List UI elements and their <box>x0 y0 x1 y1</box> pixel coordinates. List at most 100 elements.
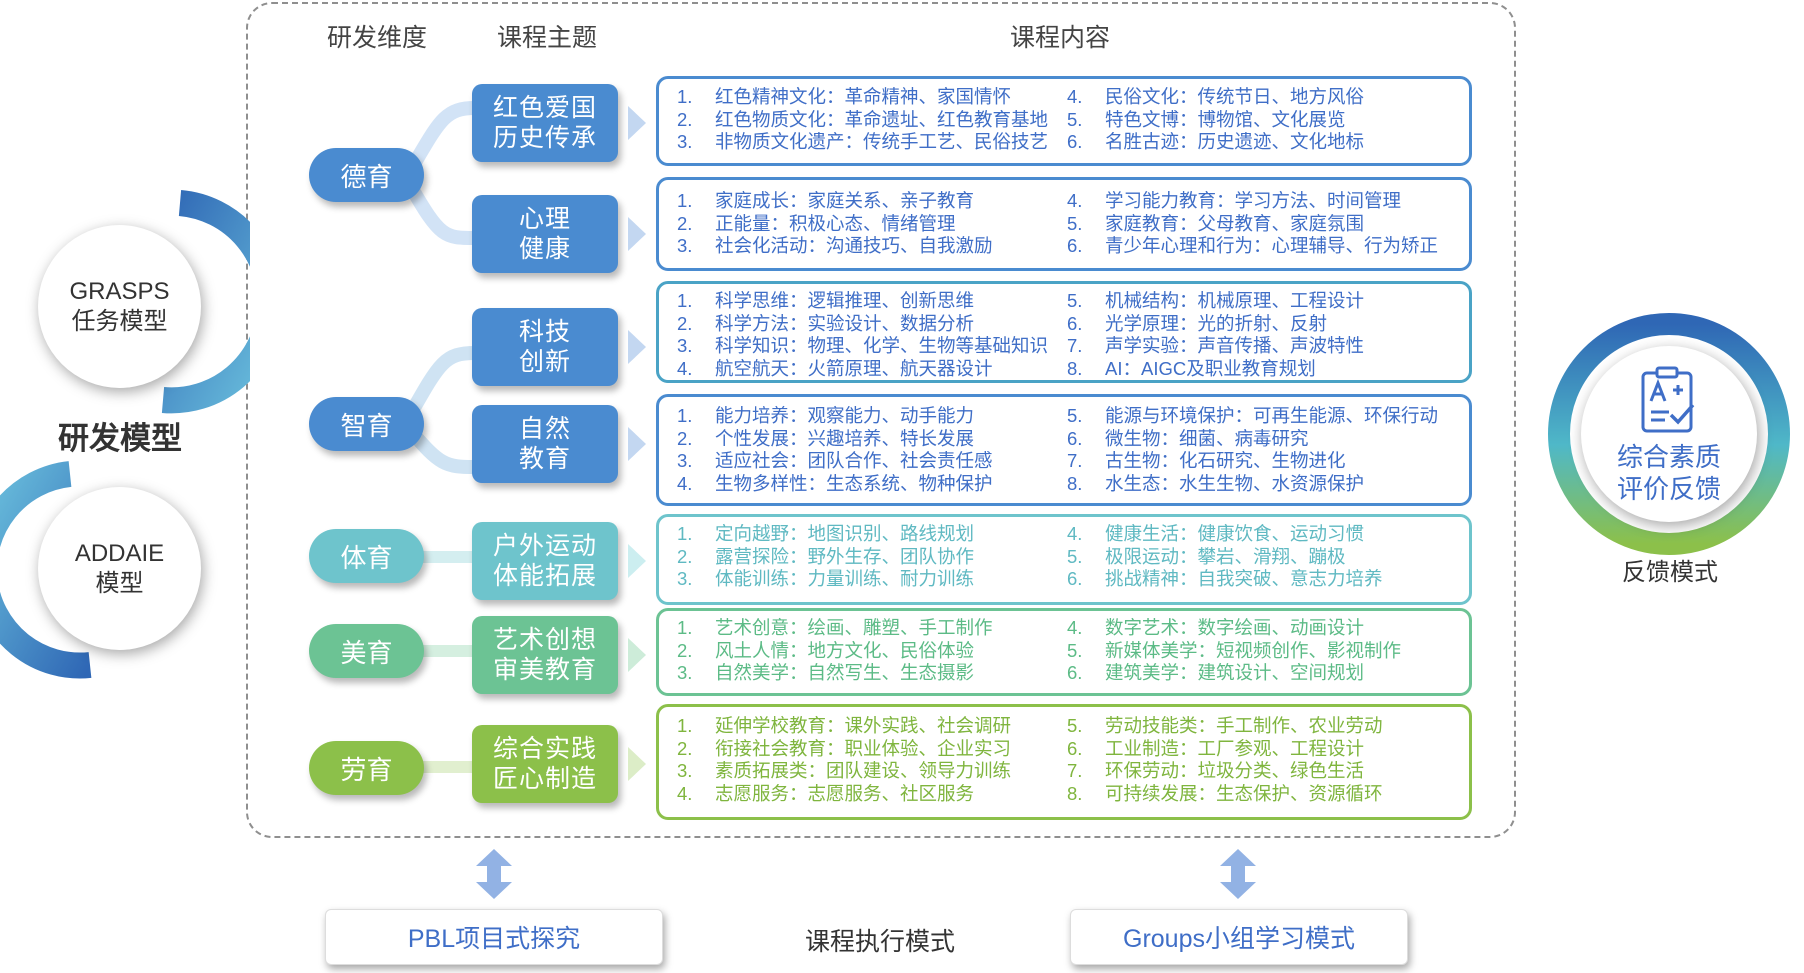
addaie-model-circle: ADDAIE 模型 <box>38 487 201 650</box>
content-item: 5.机械结构：机械原理、工程设计 <box>1067 290 1451 313</box>
dimension-labor: 劳育 <box>309 741 424 795</box>
label-line: 艺术创想 <box>492 626 597 654</box>
arrow-right-icon <box>628 330 646 364</box>
evaluation-clipboard-icon <box>1641 366 1695 433</box>
feedback-circle: 综合素质 评价反馈 <box>1581 346 1757 522</box>
content-item: 4.民俗文化：传统节日、地方风俗 <box>1067 86 1451 109</box>
content-item: 4.健康生活：健康饮食、运动习惯 <box>1067 523 1451 546</box>
item-number: 1. <box>677 715 693 736</box>
label-line: 综合实践 <box>492 735 597 763</box>
label-line: 模型 <box>95 569 144 597</box>
content-right-column: 4. 学习能力教育：学习方法、时间管理 5.家庭教育：父母教育、家庭氛围 6.青少… <box>1067 190 1451 268</box>
item-text: 挑战精神：自我突破、意志力培养 <box>1105 568 1383 589</box>
item-number: 1. <box>677 190 693 211</box>
dev-model-title: 研发模型 <box>58 421 182 456</box>
header-content: 课程内容 <box>1009 24 1110 52</box>
item-text: 适应社会：团队合作、社会责任感 <box>715 450 993 471</box>
topic-red-patriotism: 红色爱国历史传承 <box>472 84 618 162</box>
item-text: 学习能力教育：学习方法、时间管理 <box>1105 190 1402 211</box>
content-item: 4.数字艺术：数字绘画、动画设计 <box>1067 617 1451 640</box>
item-number: 4. <box>677 472 693 494</box>
content-item: 1.能力培养：观察能力、动手能力 <box>677 405 1067 428</box>
content-item: 4.航空航天：火箭原理、航天器设计 <box>677 358 1067 381</box>
content-right-column: 5.劳动技能类：手工制作、农业劳动 6.工业制造：工厂参观、工程设计 7.环保劳… <box>1067 715 1451 817</box>
content-item: 5.极限运动：攀岩、滑翔、蹦极 <box>1067 546 1451 569</box>
item-number: 3. <box>677 662 693 683</box>
item-number: 3. <box>677 760 693 781</box>
content-item: 3.自然美学：自然写生、生态摄影 <box>677 662 1067 685</box>
item-text: 非物质文化遗产：传统手工艺、民俗技艺 <box>715 131 1049 152</box>
item-text: 艺术创意：绘画、雕塑、手工制作 <box>715 617 993 638</box>
content-item: 7.环保劳动：垃圾分类、绿色生活 <box>1067 760 1451 783</box>
item-text: 科学知识：物理、化学、生物等基础知识 <box>715 335 1049 356</box>
content-item: 8.AI：AIGC及职业教育规划 <box>1067 358 1451 381</box>
item-text: 红色精神文化：革命精神、家国情怀 <box>715 86 1012 107</box>
content-item: 2.红色物质文化：革命遗址、红色教育基地 <box>677 109 1067 132</box>
dimension-moral: 德育 <box>309 148 424 202</box>
pbl-mode-box: PBL项目式探究 <box>325 909 663 965</box>
arrow-right-icon <box>628 106 646 140</box>
item-number: 1. <box>677 86 693 107</box>
item-number: 6. <box>1067 427 1083 449</box>
item-number: 3. <box>677 235 693 256</box>
item-text: 健康生活：健康饮食、运动习惯 <box>1105 523 1365 544</box>
feedback-ring <box>1548 313 1790 555</box>
content-item: 4. 学习能力教育：学习方法、时间管理 <box>1067 190 1451 213</box>
label-line: 健康 <box>518 235 571 263</box>
content-item: 5.家庭教育：父母教育、家庭氛围 <box>1067 213 1451 236</box>
arrow-right-icon <box>628 638 646 672</box>
content-box-nature-education: 1.能力培养：观察能力、动手能力 2. 个性发展：兴趣培养、特长发展 3. 适应社会… <box>656 394 1472 506</box>
content-item: 1. 艺术创意：绘画、雕塑、手工制作 <box>677 617 1067 640</box>
content-item: 5.能源与环境保护：可再生能源、环保行动 <box>1067 405 1451 428</box>
item-number: 5. <box>1067 212 1083 234</box>
content-left-column: 1.延伸学校教育：课外实践、社会调研 2.衔接社会教育：职业体验、企业实习 3.… <box>677 715 1067 817</box>
item-text: 微生物：细菌、病毒研究 <box>1105 427 1309 449</box>
item-number: 6. <box>1067 131 1083 152</box>
content-item: 8.水生态：水生生物、水资源保护 <box>1067 473 1451 496</box>
label-line: 历史传承 <box>492 124 597 152</box>
item-text: 科学思维：逻辑推理、创新思维 <box>715 290 975 311</box>
content-item: 6.名胜古迹：历史遗迹、文化地标 <box>1067 131 1451 154</box>
item-number: 2. <box>677 427 693 449</box>
feedback-mode-caption: 反馈模式 <box>1622 559 1718 586</box>
content-item: 1. 红色精神文化：革命精神、家国情怀 <box>677 86 1067 109</box>
dimension-intellectual: 智育 <box>309 397 424 451</box>
item-text: 红色物质文化：革命遗址、红色教育基地 <box>715 108 1049 130</box>
item-number: 3. <box>677 450 693 471</box>
item-text: 个性发展：兴趣培养、特长发展 <box>715 427 975 449</box>
item-number: 1. <box>677 290 693 311</box>
item-number: 4. <box>1067 190 1083 211</box>
content-box-red-patriotism: 1.红色精神文化：革命精神、家国情怀 2.红色物质文化：革命遗址、红色教育基地 … <box>656 76 1472 166</box>
double-arrow-icon <box>476 849 512 899</box>
item-text: 光学原理：光的折射、反射 <box>1105 312 1328 334</box>
label-line: 创新 <box>518 348 571 376</box>
item-number: 1. <box>677 523 693 544</box>
content-item: 5.特色文博：博物馆、文化展览 <box>1067 109 1451 132</box>
content-item: 5.新媒体美学：短视频创作、影视制作 <box>1067 640 1451 663</box>
content-item: 1.延伸学校教育：课外实践、社会调研 <box>677 715 1067 738</box>
content-item: 6.青少年心理和行为：心理辅导、行为矫正 <box>1067 235 1451 258</box>
item-number: 5. <box>1067 290 1083 311</box>
content-box-tech-innovation: 1.科学思维：逻辑推理、创新思维 2.科学方法：实验设计、数据分析 3.科学知识… <box>656 281 1472 383</box>
content-item: 3.体能训练：力量训练、耐力训练 <box>677 568 1067 591</box>
item-number: 2. <box>677 545 693 567</box>
arrow-right-icon <box>628 747 646 781</box>
item-text: 劳动技能类：手工制作、农业劳动 <box>1105 715 1383 736</box>
item-number: 1. <box>677 617 693 638</box>
item-number: 5. <box>1067 715 1083 736</box>
item-number: 5. <box>1067 108 1083 130</box>
item-text: 声学实验：声音传播、声波特性 <box>1105 335 1365 356</box>
item-number: 4. <box>1067 617 1083 638</box>
label-line: 心理 <box>518 205 571 233</box>
content-item: 2.露营探险：野外生存、团队协作 <box>677 546 1067 569</box>
double-arrow-icon <box>1220 849 1256 899</box>
item-text: 家庭成长：家庭关系、亲子教育 <box>715 190 975 211</box>
content-item: 6.建筑美学：建筑设计、空间规划 <box>1067 662 1451 685</box>
content-right-column: 5.能源与环境保护：可再生能源、环保行动 6.微生物：细菌、病毒研究 7.古生物… <box>1067 405 1451 503</box>
topic-outdoor-sports: 户外运动体能拓展 <box>472 522 618 600</box>
item-text: 生物多样性：生态系统、物种保护 <box>715 472 993 494</box>
content-box-mental-health: 1.家庭成长：家庭关系、亲子教育 2.正能量：积极心态、情绪管理 3.社会化活动… <box>656 177 1472 271</box>
item-number: 5. <box>1067 405 1083 426</box>
content-left-column: 1.科学思维：逻辑推理、创新思维 2.科学方法：实验设计、数据分析 3.科学知识… <box>677 290 1067 380</box>
item-number: 3. <box>677 335 693 356</box>
